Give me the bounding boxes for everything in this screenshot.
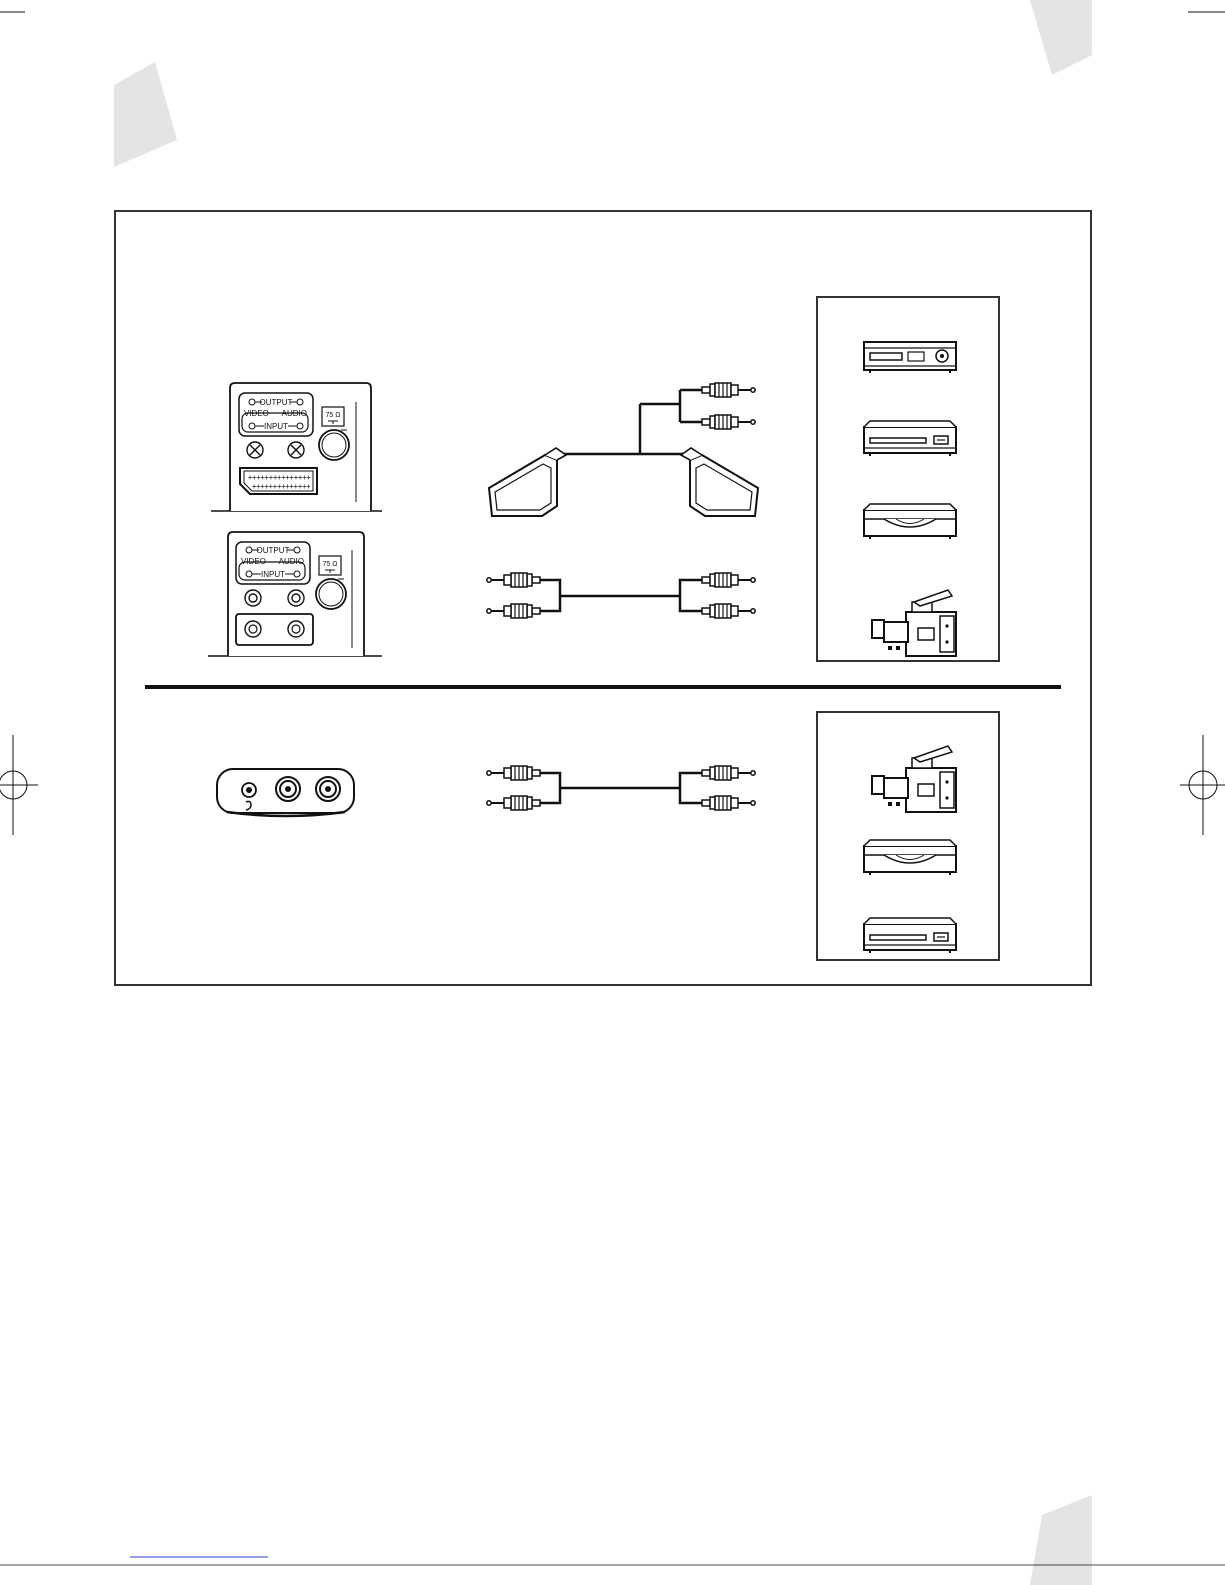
rca-plug xyxy=(702,766,755,780)
vcr-icon xyxy=(864,342,956,373)
tv-rear-panel-rca: OUTPUT VIDEO AUDIO INPUT 75 Ω xyxy=(208,532,382,656)
input-label: INPUT xyxy=(261,570,285,579)
svg-text:+++++++++++++++: +++++++++++++++ xyxy=(248,473,311,482)
video-label: VIDEO xyxy=(241,557,266,566)
front-av-input-panel xyxy=(217,769,354,816)
rca-cable xyxy=(487,573,755,618)
scart-socket: +++++++++++++++ ++++++++++++++ xyxy=(240,468,317,494)
corner-tab-bottom-right xyxy=(1030,1495,1092,1585)
antenna-socket xyxy=(319,430,349,460)
rca-plug xyxy=(487,573,540,587)
tv-rear-panel-scart: OUTPUT VIDEO AUDIO INPUT 75 Ω ++++++++++… xyxy=(211,383,382,511)
rca-jack xyxy=(316,777,340,801)
disc-player-icon xyxy=(864,504,956,539)
rca-jack xyxy=(276,777,300,801)
input-label: INPUT xyxy=(264,422,288,431)
antenna-socket xyxy=(316,579,346,609)
scart-plug xyxy=(489,448,566,516)
dvd-player-icon xyxy=(864,421,956,456)
rca-plug xyxy=(487,604,540,618)
video-label: VIDEO xyxy=(244,409,269,418)
rca-plug xyxy=(702,383,755,397)
rca-jack xyxy=(288,442,304,458)
output-label: OUTPUT xyxy=(260,398,293,407)
dvd-player-icon xyxy=(864,918,956,953)
scart-cable xyxy=(489,383,758,516)
svg-text:++++++++++++++: ++++++++++++++ xyxy=(252,482,311,491)
rca-jack xyxy=(247,442,263,458)
corner-tab-top-right xyxy=(1030,0,1092,75)
output-label: OUTPUT xyxy=(257,546,290,555)
rca-plug xyxy=(702,604,755,618)
rca-plug xyxy=(487,796,540,810)
rca-plug xyxy=(702,796,755,810)
antenna-label: 75 Ω xyxy=(323,561,338,568)
audio-label: AUDIO xyxy=(282,409,307,418)
rca-plug xyxy=(702,573,755,587)
corner-tab-top-left xyxy=(114,62,177,167)
disc-player-icon xyxy=(864,840,956,875)
scart-plug xyxy=(681,448,758,516)
rca-input-block xyxy=(236,614,313,645)
audio-label: AUDIO xyxy=(279,557,304,566)
rca-plug xyxy=(487,766,540,780)
rca-cable xyxy=(487,766,755,810)
antenna-label: 75 Ω xyxy=(326,412,341,419)
rca-plug xyxy=(702,415,755,429)
